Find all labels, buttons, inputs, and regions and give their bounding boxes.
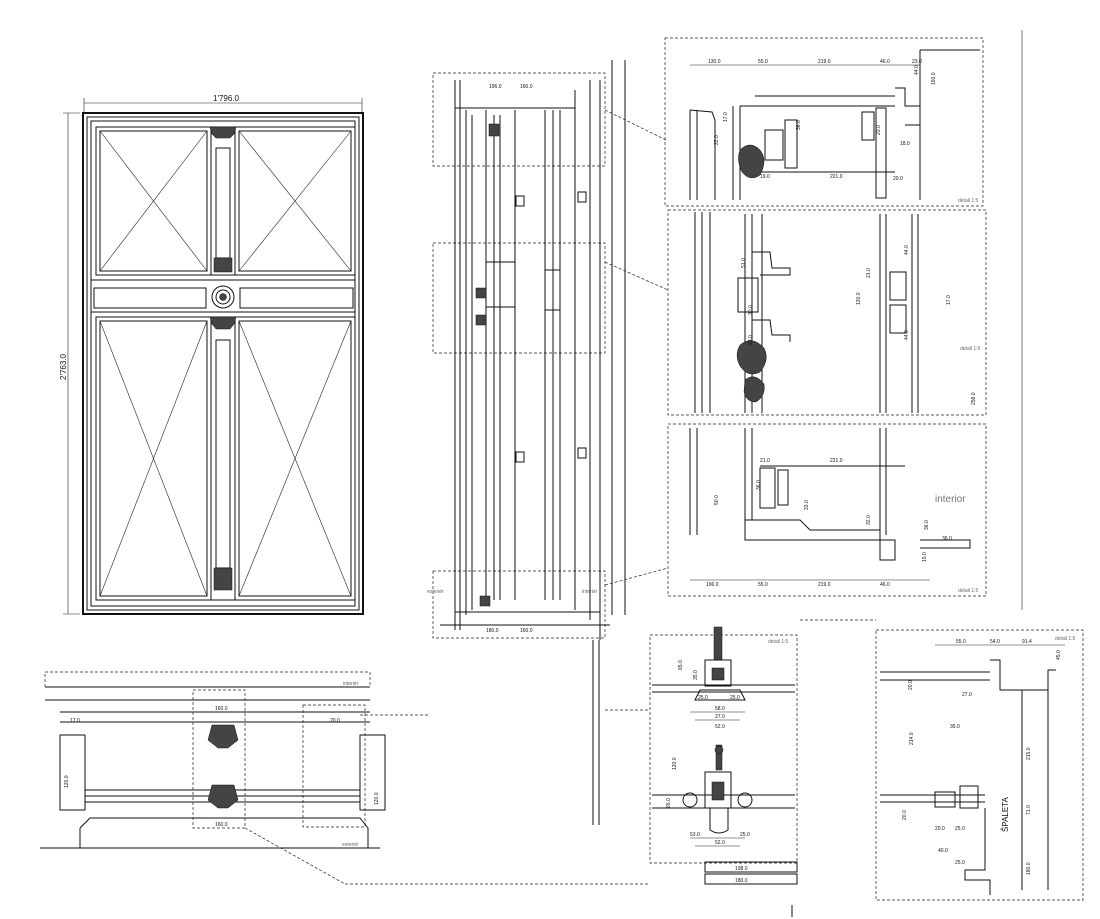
svg-text:55.0: 55.0	[956, 639, 966, 645]
svg-text:20.0: 20.0	[893, 176, 903, 182]
svg-text:196.0: 196.0	[489, 84, 502, 90]
svg-text:44.0: 44.0	[904, 330, 910, 340]
svg-text:196.0: 196.0	[706, 582, 719, 588]
svg-text:120.0: 120.0	[856, 292, 862, 305]
svg-text:21.0: 21.0	[866, 268, 872, 278]
svg-text:198.0: 198.0	[735, 866, 748, 872]
svg-text:52.0: 52.0	[715, 840, 725, 846]
svg-text:219.0: 219.0	[818, 59, 831, 65]
svg-text:160.0: 160.0	[215, 706, 228, 712]
detail-jamb: 55.0 54.0 91.4 45.0 20.0 214.0 215.0 71.…	[875, 629, 1084, 901]
svg-text:65.0: 65.0	[666, 798, 672, 808]
svg-text:33.0: 33.0	[804, 500, 810, 510]
svg-text:19.0: 19.0	[760, 174, 770, 180]
spaleta-label: ŠPALETA	[1001, 797, 1010, 832]
svg-text:17.0: 17.0	[723, 112, 729, 122]
svg-text:27.0: 27.0	[962, 692, 972, 698]
svg-text:55.0: 55.0	[758, 59, 768, 65]
svg-text:36.0: 36.0	[942, 536, 952, 542]
svg-text:258.0: 258.0	[971, 392, 977, 405]
section-exterior-label: exteriér	[427, 589, 444, 595]
svg-text:46.0: 46.0	[880, 59, 890, 65]
svg-text:25.0: 25.0	[955, 826, 965, 832]
plan-exterior-label: exteriér	[342, 842, 359, 848]
svg-text:15.0: 15.0	[922, 552, 928, 562]
svg-text:120.0: 120.0	[374, 792, 380, 805]
svg-text:120.0: 120.0	[64, 775, 70, 788]
section-interior-label: interiér	[582, 589, 598, 595]
svg-text:214.0: 214.0	[909, 732, 915, 745]
svg-text:215.0: 215.0	[1026, 747, 1032, 760]
svg-text:51.0: 51.0	[741, 258, 747, 268]
svg-text:45.0: 45.0	[1056, 650, 1062, 660]
svg-text:20.0: 20.0	[330, 718, 340, 724]
svg-text:25.0: 25.0	[698, 695, 708, 701]
svg-text:54.0: 54.0	[990, 639, 1000, 645]
svg-text:23.0: 23.0	[876, 125, 882, 135]
svg-text:32.0: 32.0	[866, 515, 872, 525]
svg-text:160.0: 160.0	[931, 72, 937, 85]
svg-text:27.0: 27.0	[715, 714, 725, 720]
vertical-section: 196.0 160.0 180.0 160.0 exteriér interié…	[427, 60, 626, 640]
svg-text:35.0: 35.0	[950, 724, 960, 730]
detail-transom: 51.0 30.0 28.0 21.0 120.0 17.0 258.0 44.…	[667, 209, 987, 416]
svg-text:52.0: 52.0	[715, 724, 725, 730]
height-dimension: 2'763.0	[59, 353, 68, 380]
svg-text:58.0: 58.0	[715, 706, 725, 712]
detail-tag-jamb: detail 1:5	[1055, 636, 1076, 642]
svg-text:23.0: 23.0	[912, 59, 922, 65]
svg-text:36.0: 36.0	[924, 520, 930, 530]
svg-text:46.0: 46.0	[880, 582, 890, 588]
svg-text:50.0: 50.0	[714, 495, 720, 505]
svg-text:20.0: 20.0	[902, 810, 908, 820]
svg-text:219.0: 219.0	[818, 582, 831, 588]
plan-interior-label: interiér	[343, 681, 359, 687]
svg-text:36.0: 36.0	[796, 120, 802, 130]
svg-text:20.0: 20.0	[908, 680, 914, 690]
svg-text:30.0: 30.0	[748, 305, 754, 315]
svg-text:130.0: 130.0	[708, 59, 721, 65]
horizontal-section: interiér exteriér 160.0 160.0 17.0 20.0 …	[40, 671, 386, 849]
width-dimension: 1'796.0	[213, 94, 240, 103]
svg-text:221.0: 221.0	[830, 174, 843, 180]
sill-interior-label: interior	[935, 494, 966, 505]
svg-text:25.0: 25.0	[955, 860, 965, 866]
svg-text:180.0: 180.0	[735, 878, 748, 884]
svg-text:44.0: 44.0	[914, 65, 920, 75]
svg-text:35.0: 35.0	[693, 670, 699, 680]
svg-text:17.0: 17.0	[946, 295, 952, 305]
svg-text:55.0: 55.0	[758, 582, 768, 588]
svg-text:221.0: 221.0	[830, 458, 843, 464]
detail-head: 130.0 55.0 219.0 46.0 23.0 22.0 17.0 36.…	[664, 37, 984, 207]
svg-text:44.0: 44.0	[904, 245, 910, 255]
svg-text:180.0: 180.0	[486, 628, 499, 634]
svg-text:120.0: 120.0	[672, 757, 678, 770]
svg-text:180.0: 180.0	[1026, 862, 1032, 875]
detail-tag-head: detail 1:5	[958, 198, 979, 204]
detail-tag-transom: detail 1:5	[960, 346, 981, 352]
svg-text:28.0: 28.0	[748, 335, 754, 345]
svg-text:40.0: 40.0	[938, 848, 948, 854]
svg-text:36.0: 36.0	[756, 480, 762, 490]
detail-tag-lock: detail 1:5	[768, 639, 789, 645]
svg-text:160.0: 160.0	[215, 822, 228, 828]
svg-text:160.0: 160.0	[520, 84, 533, 90]
svg-text:22.0: 22.0	[714, 135, 720, 145]
detail-tag-sill: detail 1:5	[958, 588, 979, 594]
window-elevation: 1'796.0 2'763.0	[59, 94, 364, 615]
svg-text:18.0: 18.0	[900, 141, 910, 147]
svg-text:25.0: 25.0	[740, 832, 750, 838]
svg-text:91.4: 91.4	[1022, 639, 1032, 645]
detail-plan-lock: 25.0 25.0 58.0 27.0 52.0 65.0 35.0 53.0 …	[649, 626, 798, 864]
svg-text:17.0: 17.0	[70, 718, 80, 724]
svg-text:65.0: 65.0	[678, 660, 684, 670]
detail-sill: 196.0 55.0 219.0 46.0 21.0 221.0 36.0 50…	[667, 423, 987, 597]
svg-text:20.0: 20.0	[935, 826, 945, 832]
svg-text:53.0: 53.0	[690, 832, 700, 838]
svg-text:71.0: 71.0	[1026, 805, 1032, 815]
svg-text:25.0: 25.0	[730, 695, 740, 701]
svg-text:21.0: 21.0	[760, 458, 770, 464]
svg-text:160.0: 160.0	[520, 628, 533, 634]
